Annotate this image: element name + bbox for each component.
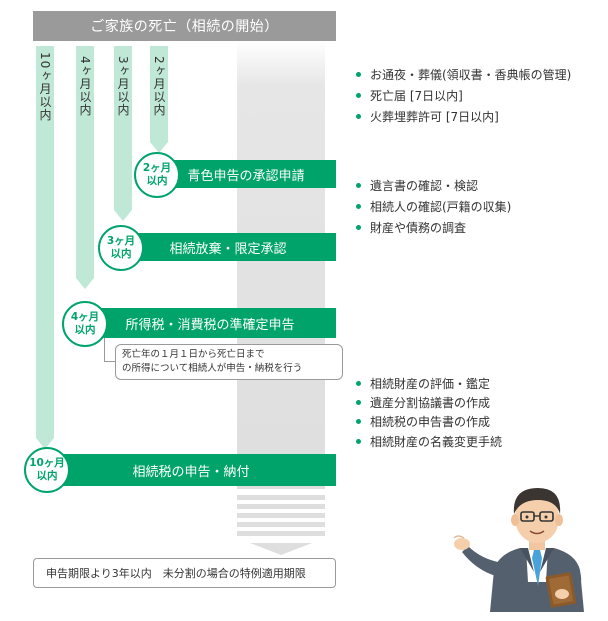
- timeline-stripe: [237, 495, 325, 500]
- period-bar-2-months: [150, 46, 168, 142]
- period-label-10-months: 10ヶ月以内: [38, 52, 52, 122]
- step-blue-return-approval: 青色申告の承認申請: [156, 160, 336, 188]
- timeline-stripe: [237, 531, 325, 536]
- checklist-item: 相続財産の評価・鑑定: [356, 375, 490, 392]
- period-label-3-months: 3ヶ月以内: [116, 56, 130, 117]
- start-event-header: ご家族の死亡（相続の開始）: [33, 11, 336, 41]
- bullet-icon: [356, 204, 361, 209]
- period-bar-4-months: [76, 46, 94, 278]
- note-line: の所得について相続人が申告・納税を行う: [122, 363, 303, 374]
- badge-unit: 以内: [36, 470, 58, 482]
- badge-unit: 以内: [146, 175, 168, 187]
- period-label-4-months: 4ヶ月以内: [78, 56, 92, 117]
- badge-unit: 以内: [74, 324, 96, 336]
- checklist-item: 相続財産の名義変更手続: [356, 433, 502, 450]
- badge-unit: 以内: [110, 248, 132, 260]
- bullet-icon: [356, 93, 361, 98]
- checklist-item: 財産や債務の調査: [356, 219, 466, 236]
- bullet-icon: [356, 381, 361, 386]
- step-label: 相続放棄・限定承認: [169, 241, 287, 257]
- header-title: ご家族の死亡（相続の開始）: [90, 19, 279, 35]
- bullet-icon: [356, 400, 361, 405]
- step-label: 相続税の申告・納付: [132, 464, 250, 480]
- bullet-icon: [356, 225, 361, 230]
- note-line: 死亡年の１月１日から死亡日まで: [122, 349, 265, 360]
- note-connector: [104, 338, 105, 362]
- step-label: 青色申告の承認申請: [187, 168, 305, 184]
- checklist-item: 遺言書の確認・検認: [356, 177, 478, 194]
- arrow-down-icon: [150, 142, 168, 153]
- bullet-icon: [356, 439, 361, 444]
- timeline-stripe: [237, 504, 325, 509]
- step-label: 所得税・消費税の準確定申告: [125, 317, 295, 333]
- timeline-arrow-icon: [250, 543, 312, 555]
- deadline-badge-10-months: 10ヶ月 以内: [24, 447, 70, 493]
- badge-months: 3ヶ月: [106, 235, 136, 247]
- bullet-icon: [356, 183, 361, 188]
- checklist-item: 相続人の確認(戸籍の収集): [356, 198, 511, 215]
- timeline-stripe: [237, 513, 325, 518]
- deadline-badge-2-months: 2ヶ月 以内: [134, 152, 180, 198]
- checklist-item: お通夜・葬儀(領収書・香典帳の管理): [356, 66, 571, 83]
- bullet-icon: [356, 72, 361, 77]
- arrow-down-icon: [114, 210, 132, 221]
- step-quasi-final-return: 所得税・消費税の準確定申告: [84, 308, 336, 338]
- bullet-icon: [356, 419, 361, 424]
- timeline-stripe: [237, 522, 325, 527]
- special-provision-footer: 申告期限より3年以内 未分割の場合の特例適用期限: [33, 558, 336, 588]
- footer-text: 申告期限より3年以内 未分割の場合の特例適用期限: [46, 567, 306, 580]
- checklist-item: 遺産分割協議書の作成: [356, 394, 490, 411]
- step-inheritance-tax-filing: 相続税の申告・納付: [46, 454, 336, 486]
- arrow-down-icon: [36, 438, 54, 449]
- checklist-item: 火葬埋葬許可 [7日以内]: [356, 108, 499, 125]
- period-label-2-months: 2ヶ月以内: [152, 56, 166, 117]
- checklist-item: 相続税の申告書の作成: [356, 413, 490, 430]
- deadline-badge-3-months: 3ヶ月 以内: [98, 225, 144, 271]
- businessman-illustration: [453, 488, 584, 612]
- bullet-icon: [356, 114, 361, 119]
- timeline-column: [237, 41, 325, 489]
- step-renunciation: 相続放棄・限定承認: [120, 233, 336, 261]
- deadline-badge-4-months: 4ヶ月 以内: [62, 301, 108, 347]
- note-connector: [104, 361, 115, 362]
- badge-months: 10ヶ月: [29, 457, 65, 469]
- badge-months: 4ヶ月: [70, 311, 100, 323]
- badge-months: 2ヶ月: [142, 162, 172, 174]
- period-bar-10-months: [36, 46, 54, 438]
- period-bar-3-months: [114, 46, 132, 210]
- arrow-down-icon: [76, 278, 94, 289]
- checklist-item: 死亡届 [7日以内]: [356, 87, 463, 104]
- quasi-final-note: 死亡年の１月１日から死亡日まで の所得について相続人が申告・納税を行う: [115, 344, 343, 380]
